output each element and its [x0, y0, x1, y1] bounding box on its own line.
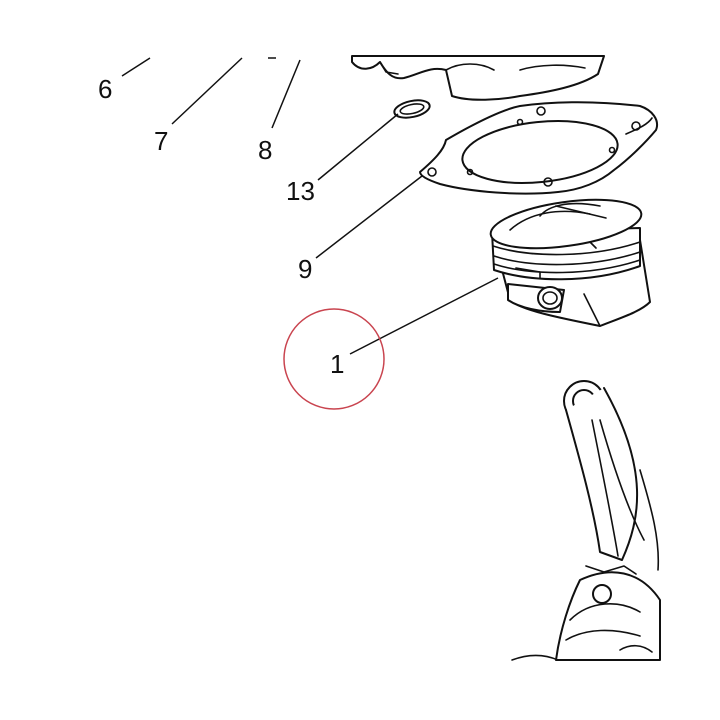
leader-line-13 — [317, 113, 399, 181]
o-ring-part — [393, 99, 431, 119]
callout-1: 1 — [330, 349, 344, 379]
leader-line-7 — [171, 57, 243, 125]
callout-9: 9 — [298, 254, 312, 284]
leader-line-8 — [271, 59, 301, 129]
cylinder-block-part — [351, 55, 605, 101]
leader-line-1 — [349, 277, 499, 355]
leader-line-9 — [315, 175, 423, 259]
callout-6: 6 — [98, 74, 112, 104]
callout-8: 8 — [258, 135, 272, 165]
head-gasket-part — [419, 101, 658, 195]
leader-lines — [121, 57, 499, 355]
highlight-circle — [283, 308, 385, 410]
piston-part — [489, 198, 651, 327]
leader-line-6 — [121, 57, 151, 77]
callout-7: 7 — [154, 126, 168, 156]
connecting-rod-part — [511, 380, 661, 661]
callout-13: 13 — [286, 176, 315, 206]
callout-labels: 6 7 8 13 9 1 — [98, 74, 344, 379]
